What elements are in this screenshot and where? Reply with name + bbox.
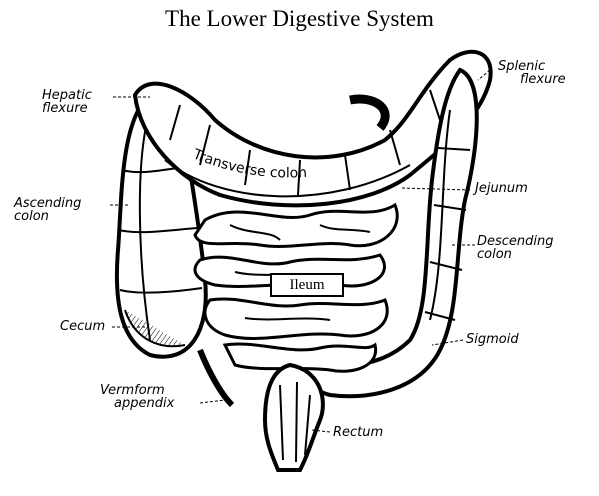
ileum-label: Ileum (270, 273, 344, 297)
small-intestine-shape (193, 202, 399, 373)
diagram-title: The Lower Digestive System (165, 6, 434, 31)
rectum-shape (262, 362, 325, 472)
jejunum-label: Jejunum (475, 181, 528, 196)
cecum-label: Cecum (60, 319, 106, 334)
transverse-colon-shape (132, 49, 493, 208)
sigmoid-label: Sigmoid (466, 332, 519, 347)
leader-lines (110, 69, 491, 433)
rectum-label: Rectum (333, 425, 384, 440)
appendix-shape (197, 348, 235, 408)
